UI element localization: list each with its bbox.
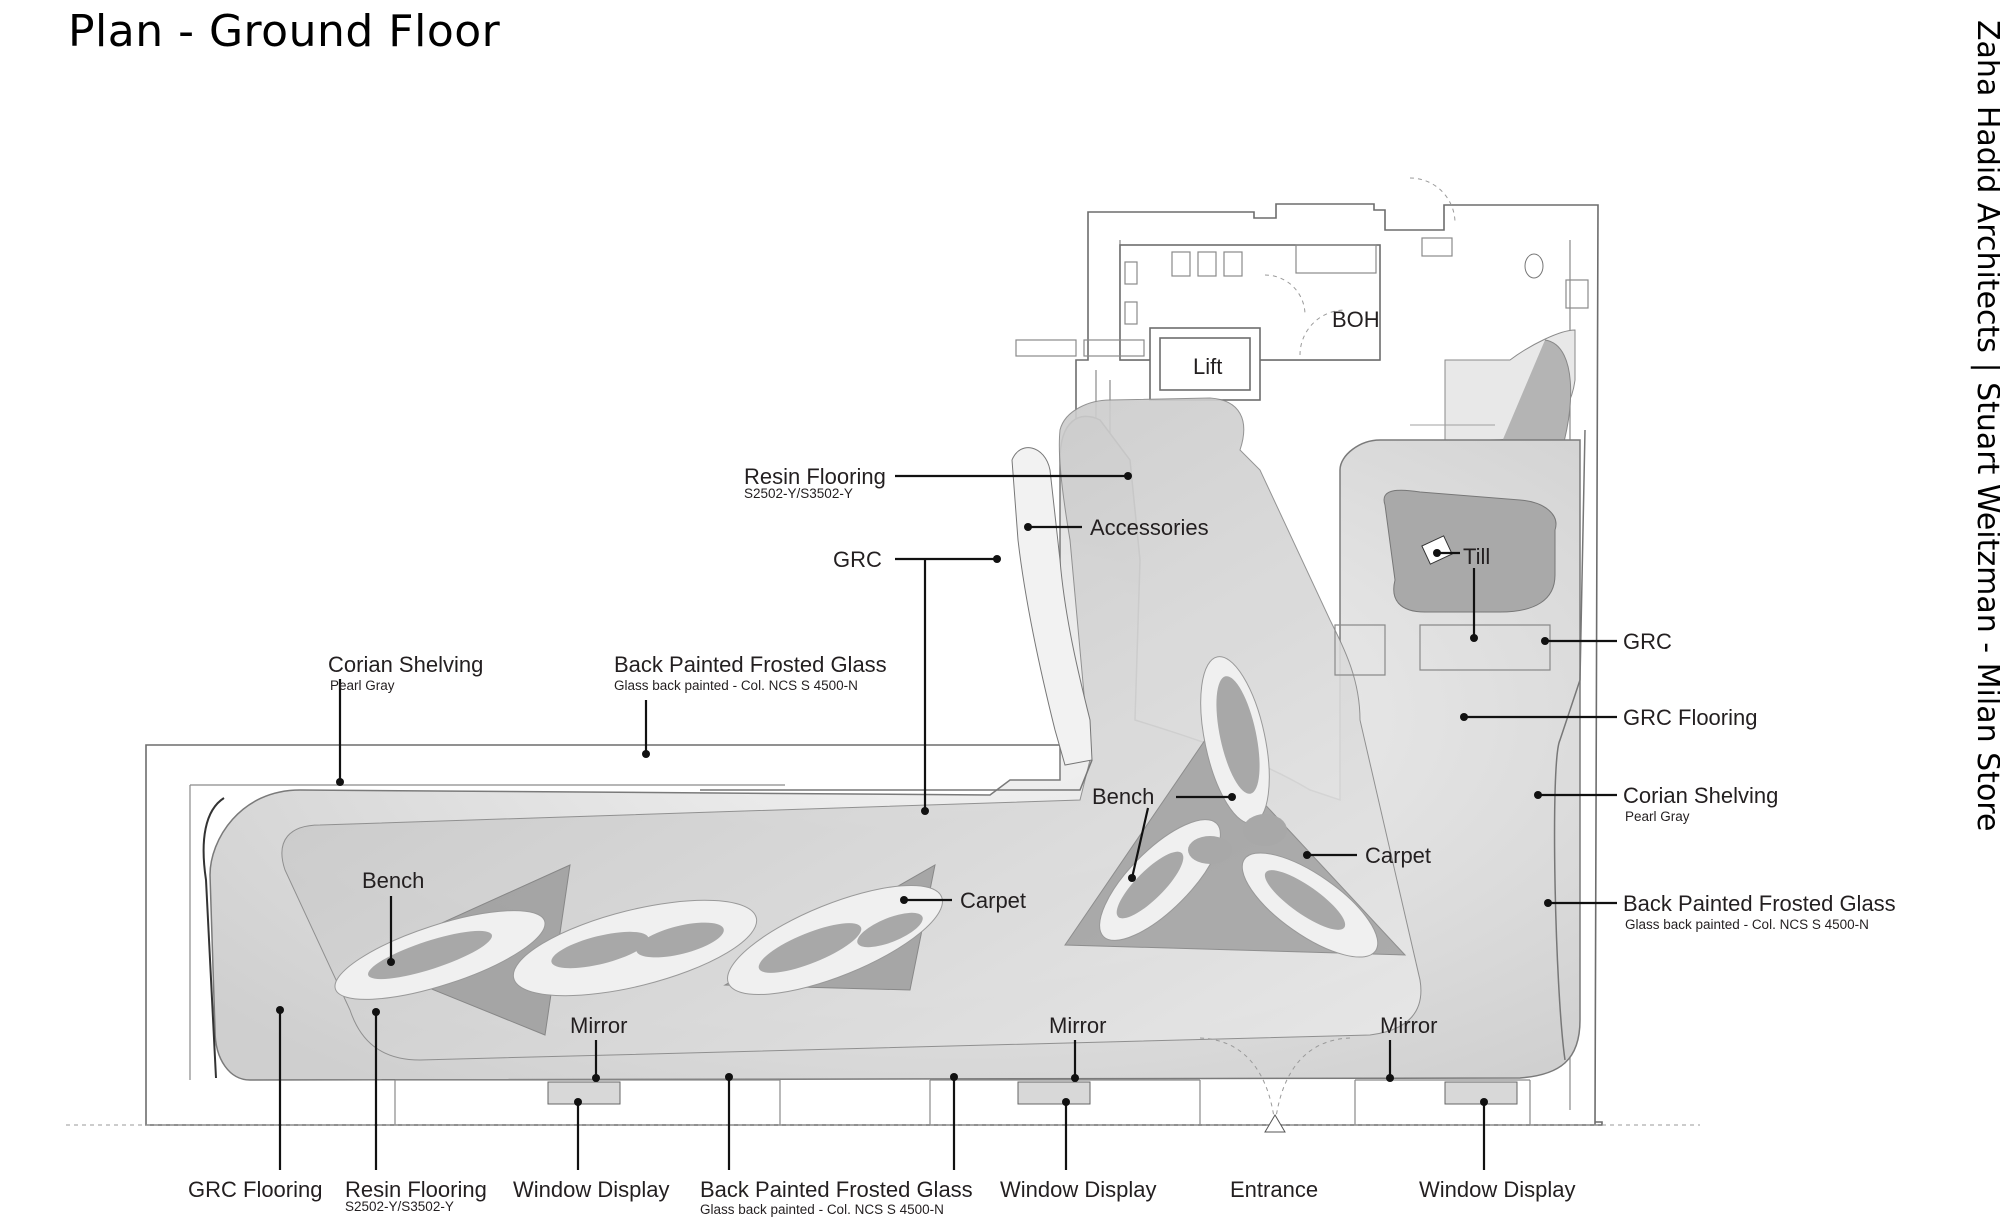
label-grc-right: GRC — [1623, 629, 1672, 654]
room-lift-label: Lift — [1193, 354, 1222, 379]
room-boh-label: BOH — [1332, 307, 1380, 332]
boh-area — [1015, 177, 1589, 401]
label-back-glass-top-sub: Glass back painted - Col. NCS S 4500-N — [614, 678, 858, 693]
label-carpet-left: Carpet — [960, 888, 1026, 913]
label-bench-left: Bench — [362, 868, 424, 893]
label-till: Till — [1463, 544, 1490, 569]
label-mirror-3: Mirror — [1380, 1013, 1437, 1038]
label-accessories: Accessories — [1090, 515, 1209, 540]
label-window-display-3: Window Display — [1419, 1177, 1576, 1202]
label-mirror-1: Mirror — [570, 1013, 627, 1038]
label-back-glass-right: Back Painted Frosted Glass — [1623, 891, 1896, 916]
label-corian-shelving-right: Corian Shelving — [1623, 783, 1778, 808]
label-resin-flooring-bottom-code: S2502-Y/S3502-Y — [345, 1199, 454, 1214]
label-mirror-2: Mirror — [1049, 1013, 1106, 1038]
label-corian-shelving-left: Corian Shelving — [328, 652, 483, 677]
callouts: Resin Flooring S2502-Y/S3502-Y Accessori… — [188, 464, 1896, 1217]
label-grc-left: GRC — [833, 547, 882, 572]
label-resin-flooring-top-code: S2502-Y/S3502-Y — [744, 486, 853, 501]
label-entrance: Entrance — [1230, 1177, 1318, 1202]
label-window-display-2: Window Display — [1000, 1177, 1157, 1202]
drawing-title: Plan - Ground Floor — [68, 6, 501, 57]
label-back-glass-right-sub: Glass back painted - Col. NCS S 4500-N — [1625, 917, 1869, 932]
label-grc-flooring-right: GRC Flooring — [1623, 705, 1757, 730]
bench-left-group — [334, 885, 943, 1000]
bench-right-group — [1099, 656, 1379, 958]
label-back-glass-top: Back Painted Frosted Glass — [614, 652, 887, 677]
label-bench-right: Bench — [1092, 784, 1154, 809]
label-resin-flooring-top: Resin Flooring — [744, 464, 886, 489]
label-carpet-right: Carpet — [1365, 843, 1431, 868]
label-window-display-1: Window Display — [513, 1177, 670, 1202]
label-resin-flooring-bottom: Resin Flooring — [345, 1177, 487, 1202]
label-corian-shelving-right-sub: Pearl Gray — [1625, 809, 1690, 824]
label-corian-shelving-left-sub: Pearl Gray — [330, 678, 395, 693]
benches — [334, 656, 1379, 1000]
label-grc-flooring-bottom: GRC Flooring — [188, 1177, 322, 1202]
shop-front — [66, 1037, 1700, 1133]
side-title: Zaha Hadid Architects | Stuart Weitzman … — [1970, 20, 2000, 831]
label-back-glass-bottom: Back Painted Frosted Glass — [700, 1177, 973, 1202]
label-back-glass-bottom-sub: Glass back painted - Col. NCS S 4500-N — [700, 1202, 944, 1217]
